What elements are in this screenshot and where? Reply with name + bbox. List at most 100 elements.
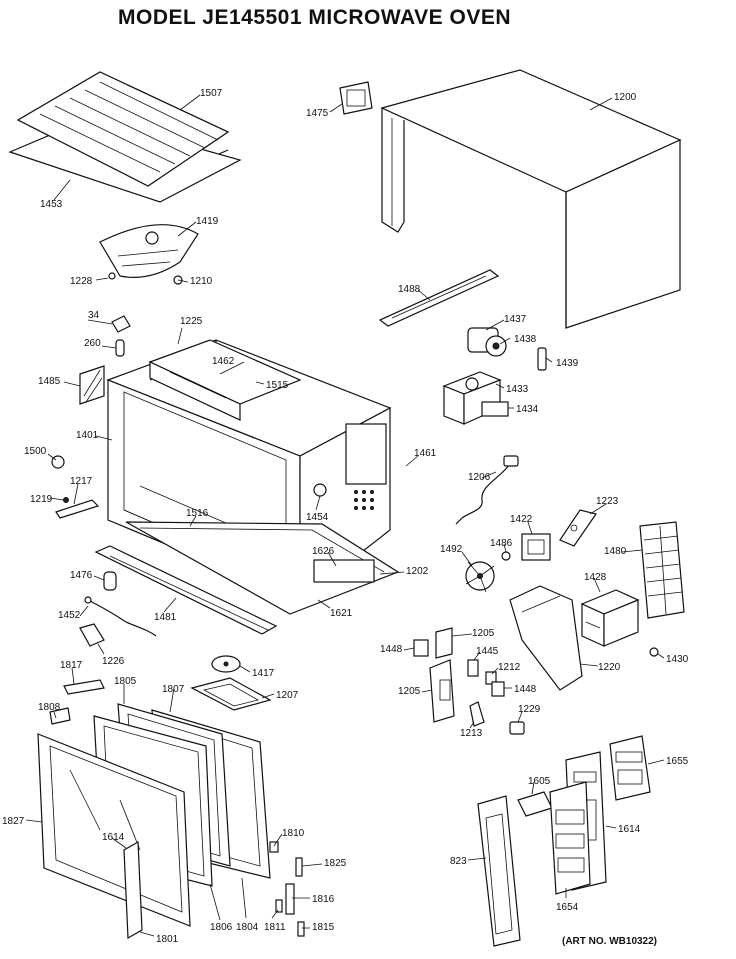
label-1481: 1481 <box>154 612 177 623</box>
switch-1205-top <box>435 627 453 659</box>
label-1516: 1516 <box>186 508 209 519</box>
part-1475-bracket <box>339 81 373 115</box>
art-number: (ART NO. WB10322) <box>562 936 658 947</box>
door-frame-1827 <box>37 733 191 927</box>
door-inner-1808 <box>49 707 71 725</box>
label-1212: 1212 <box>498 662 521 673</box>
label-1817: 1817 <box>60 660 83 671</box>
label-1621: 1621 <box>330 608 353 619</box>
label-1805: 1805 <box>114 676 137 687</box>
label-1808: 1808 <box>38 702 61 713</box>
label-1401: 1401 <box>76 430 99 441</box>
switch-1448-top <box>413 639 429 657</box>
label-1217: 1217 <box>70 476 93 487</box>
part-1213 <box>469 701 485 727</box>
switch-1439 <box>537 347 547 371</box>
part-1500 <box>51 455 65 469</box>
label-1488: 1488 <box>398 284 421 295</box>
fan-motor <box>521 533 551 561</box>
label-1229: 1229 <box>518 704 541 715</box>
label-1439: 1439 <box>556 358 579 369</box>
label-1655: 1655 <box>666 756 689 767</box>
label-1422: 1422 <box>510 514 533 525</box>
vent-grille <box>639 521 685 619</box>
label-1453: 1453 <box>40 199 63 210</box>
door-handle-1814 <box>123 840 143 940</box>
label-1433: 1433 <box>506 384 529 395</box>
rack-tray <box>8 71 242 203</box>
label-1614: 1614 <box>618 824 641 835</box>
label-1445: 1445 <box>476 646 499 657</box>
air-guide <box>509 585 583 691</box>
label-1448-top: 1448 <box>380 644 403 655</box>
label-1462: 1462 <box>212 356 235 367</box>
label-1515: 1515 <box>266 380 289 391</box>
label-1219: 1219 <box>30 494 53 505</box>
label-1225: 1225 <box>180 316 203 327</box>
control-frame-823 <box>477 795 521 947</box>
label-1827: 1827 <box>2 816 25 827</box>
thermal-cutout <box>467 327 507 357</box>
label-1448-bottom: 1448 <box>514 684 537 695</box>
label-1492: 1492 <box>440 544 463 555</box>
screw-1219 <box>63 497 69 503</box>
label-1202: 1202 <box>406 566 429 577</box>
label-1804: 1804 <box>236 922 259 933</box>
label-1205-bottom: 1205 <box>398 686 421 697</box>
front-rail-1481 <box>94 545 278 635</box>
label-1654: 1654 <box>556 902 579 913</box>
label-1437: 1437 <box>504 314 527 325</box>
label-1475: 1475 <box>306 108 329 119</box>
part-labels: 1507 1453 1475 1200 1419 1228 1210 1488 … <box>2 88 689 945</box>
leader-lines <box>25 94 665 937</box>
part-260-roller <box>115 339 125 357</box>
part-1486 <box>501 551 511 561</box>
label-1454: 1454 <box>306 512 329 523</box>
label-1825: 1825 <box>324 858 347 869</box>
label-1223: 1223 <box>596 496 619 507</box>
label-1801: 1801 <box>156 934 179 945</box>
label-1428: 1428 <box>584 572 607 583</box>
fan-blade <box>465 561 495 593</box>
waveguide <box>148 339 302 421</box>
latch-1817 <box>63 679 105 695</box>
label-1811: 1811 <box>264 922 286 933</box>
label-1206: 1206 <box>468 472 491 483</box>
label-1430: 1430 <box>666 654 689 665</box>
label-1605: 1605 <box>528 776 551 787</box>
base-plate <box>125 521 400 615</box>
label-1200: 1200 <box>614 92 637 103</box>
label-1438: 1438 <box>514 334 537 345</box>
label-1419: 1419 <box>196 216 219 227</box>
plate-1223 <box>559 509 597 547</box>
label-1476: 1476 <box>70 570 93 581</box>
label-1207: 1207 <box>276 690 299 701</box>
label-1810: 1810 <box>282 828 305 839</box>
label-1220: 1220 <box>598 662 621 673</box>
light-cover-1485 <box>79 365 105 405</box>
label-1507: 1507 <box>200 88 223 99</box>
label-1814: 1614 <box>102 832 125 843</box>
label-1626: 1626 <box>312 546 335 557</box>
label-1806: 1806 <box>210 922 233 933</box>
label-1486: 1486 <box>490 538 513 549</box>
part-34 <box>111 315 131 333</box>
switch-1445 <box>467 659 479 677</box>
part-1476 <box>103 571 117 591</box>
stirrer-cover <box>99 224 199 285</box>
label-1213: 1213 <box>460 728 483 739</box>
label-1417: 1417 <box>252 668 275 679</box>
label-260: 260 <box>84 338 101 349</box>
part-1430 <box>649 647 659 657</box>
label-1500: 1500 <box>24 446 47 457</box>
label-1461: 1461 <box>414 448 437 459</box>
cavity-vent-holes <box>354 490 374 510</box>
switch-1448-bottom <box>491 681 505 697</box>
door-hinge-1417 <box>211 655 241 673</box>
label-1452: 1452 <box>58 610 81 621</box>
outer-case <box>380 69 682 329</box>
frame-1207 <box>190 677 272 711</box>
label-1807: 1807 <box>162 684 185 695</box>
